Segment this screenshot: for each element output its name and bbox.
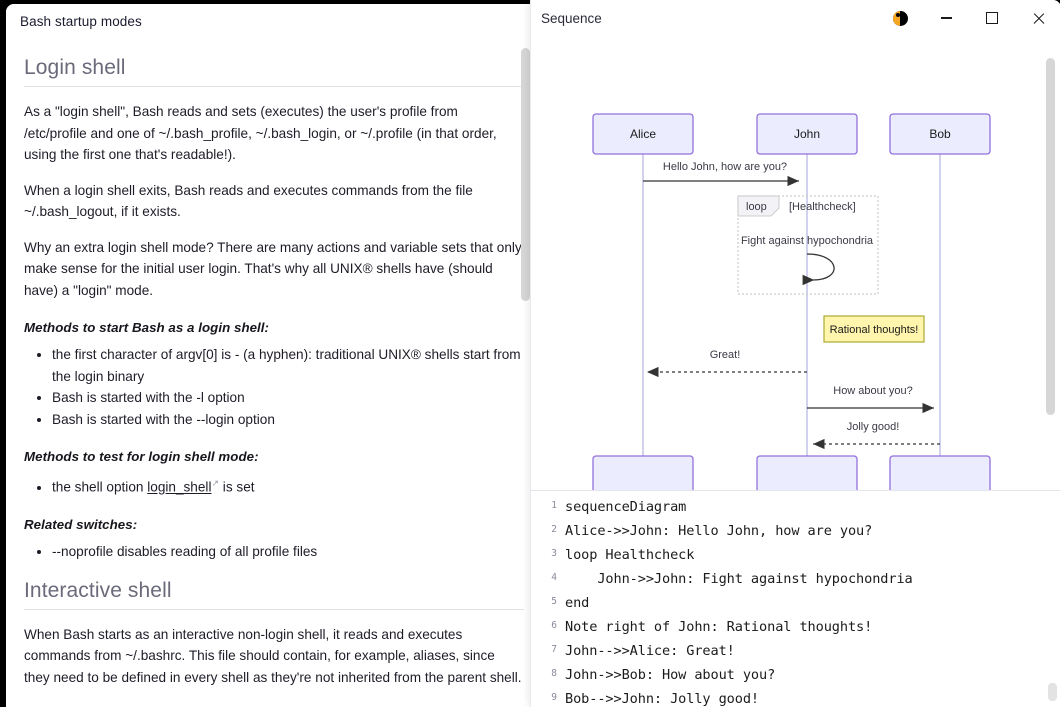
actor-top-bob[interactable]: Bob: [889, 113, 991, 155]
actor-bottom-john[interactable]: [756, 455, 858, 490]
line-text: John->>Bob: How about you?: [565, 667, 776, 683]
list-related-switches: --noprofile disables reading of all prof…: [24, 541, 524, 563]
link-login-shell[interactable]: login_shell: [147, 479, 212, 495]
line-text: Alice->>John: Hello John, how are you?: [565, 523, 873, 539]
list-methods-start: the first character of argv[0] is - (a h…: [24, 344, 524, 430]
message-label-1: Hello John, how are you?: [663, 161, 787, 173]
note-label: Rational thoughts!: [830, 324, 919, 336]
line-text: end: [565, 595, 590, 611]
line-text: sequenceDiagram: [565, 499, 687, 515]
message-label-4: How about you?: [833, 385, 913, 397]
code-line[interactable]: 6 Note right of John: Rational thoughts!: [531, 619, 1060, 643]
code-lines: 1 sequenceDiagram 2 Alice->>John: Hello …: [531, 499, 1060, 707]
line-text: loop Healthcheck: [565, 547, 695, 563]
actor-label-john: John: [794, 127, 820, 141]
actor-top-alice[interactable]: Alice: [592, 113, 694, 155]
close-icon: [1032, 12, 1045, 25]
line-number: 3: [551, 548, 557, 559]
list-item: the shell option login_shell↗ is set: [52, 473, 524, 498]
sequence-diagram-svg: loop [Healthcheck] Hello John, how are y…: [592, 113, 991, 490]
line-number: 4: [551, 572, 557, 583]
list-item-prefix: the shell option: [52, 479, 148, 495]
line-number: 1: [551, 500, 557, 511]
sequence-window-title: Sequence: [541, 11, 602, 26]
actor-bottom-bob[interactable]: [889, 455, 991, 490]
docs-scrollbar[interactable]: [521, 40, 530, 707]
paragraph-login-logout: When a login shell exits, Bash reads and…: [24, 182, 473, 220]
actor-label-bob: Bob: [929, 127, 951, 141]
message-arrow-2-self: [802, 253, 835, 286]
list-item: --noprofile disables reading of all prof…: [52, 541, 524, 563]
actor-top-john[interactable]: John: [756, 113, 858, 155]
diagram-scrollbar[interactable]: [1046, 36, 1055, 490]
line-number: 8: [551, 668, 557, 679]
paragraph-login-why: Why an extra login shell mode? There are…: [24, 239, 522, 298]
docs-window-title: Bash startup modes: [20, 14, 142, 29]
line-text: Note right of John: Rational thoughts!: [565, 619, 873, 635]
maximize-icon: [986, 12, 998, 24]
loop-keyword-label: loop: [746, 201, 767, 213]
line-number: 5: [551, 596, 557, 607]
code-line[interactable]: 3 loop Healthcheck: [531, 547, 1060, 571]
docs-content: Login shell As a "login shell", Bash rea…: [24, 40, 524, 688]
heading-interactive-shell: Interactive shell: [24, 579, 524, 610]
sequence-titlebar[interactable]: Sequence: [531, 0, 1060, 36]
code-line[interactable]: 9 Bob-->>John: Jolly good!: [531, 691, 1060, 707]
message-label-2: Fight against hypochondria: [741, 235, 874, 247]
line-number: 9: [551, 692, 557, 703]
code-line[interactable]: 7 John-->>Alice: Great!: [531, 643, 1060, 667]
message-label-5: Jolly good!: [847, 421, 900, 433]
paragraph-login-profile: As a "login shell", Bash reads and sets …: [24, 104, 497, 162]
actor-bottom-alice[interactable]: [592, 455, 694, 490]
maximize-button[interactable]: [969, 0, 1015, 36]
diagram-scrollbar-thumb[interactable]: [1046, 58, 1055, 415]
list-item: Bash is started with the -l option: [52, 387, 524, 409]
mermaid-code-editor[interactable]: 1 sequenceDiagram 2 Alice->>John: Hello …: [531, 491, 1060, 707]
sequence-window: Sequence: [530, 0, 1060, 707]
line-text: Bob-->>John: Jolly good!: [565, 691, 760, 707]
line-text: John->>John: Fight against hypochondria: [565, 571, 913, 587]
paragraph-interactive: When Bash starts as an interactive non-l…: [24, 626, 522, 685]
line-number: 6: [551, 620, 557, 631]
list-methods-test: the shell option login_shell↗ is set: [24, 473, 524, 498]
code-line[interactable]: 8 John->>Bob: How about you?: [531, 667, 1060, 691]
code-line[interactable]: 2 Alice->>John: Hello John, how are you?: [531, 523, 1060, 547]
window-controls: [877, 0, 1060, 36]
diagram-preview-pane[interactable]: loop [Healthcheck] Hello John, how are y…: [531, 36, 1060, 490]
pane-divider[interactable]: [531, 490, 1060, 491]
close-button[interactable]: [1015, 0, 1060, 36]
line-number: 2: [551, 524, 557, 535]
actor-label-alice: Alice: [630, 127, 656, 141]
code-line[interactable]: 5 end: [531, 595, 1060, 619]
subheading-methods-start: Methods to start Bash as a login shell:: [24, 320, 270, 335]
loop-frame: [737, 195, 879, 295]
list-item: the first character of argv[0] is - (a h…: [52, 344, 524, 387]
yinyang-icon: [892, 10, 908, 26]
line-text: John-->>Alice: Great!: [565, 643, 735, 659]
list-item: Bash is started with the --login option: [52, 409, 524, 431]
heading-login-shell: Login shell: [24, 56, 524, 87]
loop-condition-label: [Healthcheck]: [789, 201, 856, 213]
docs-titlebar: Bash startup modes: [6, 4, 536, 40]
minimize-icon: [940, 17, 952, 19]
code-scrollbar-thumb[interactable]: [1048, 683, 1057, 701]
message-label-3: Great!: [710, 349, 741, 361]
external-link-icon: ↗: [211, 478, 220, 488]
line-number: 7: [551, 644, 557, 655]
note-box: [823, 315, 925, 343]
list-item-suffix: is set: [219, 479, 255, 495]
code-line[interactable]: 1 sequenceDiagram: [531, 499, 1060, 523]
docs-scrollbar-thumb[interactable]: [521, 48, 530, 301]
docs-body[interactable]: Login shell As a "login shell", Bash rea…: [6, 40, 536, 707]
theme-toggle-button[interactable]: [877, 0, 923, 36]
code-line[interactable]: 4 John->>John: Fight against hypochondri…: [531, 571, 1060, 595]
subheading-methods-test: Methods to test for login shell mode:: [24, 449, 259, 464]
subheading-related-switches: Related switches:: [24, 517, 138, 533]
minimize-button[interactable]: [923, 0, 969, 36]
loop-label-tab: [737, 195, 780, 217]
